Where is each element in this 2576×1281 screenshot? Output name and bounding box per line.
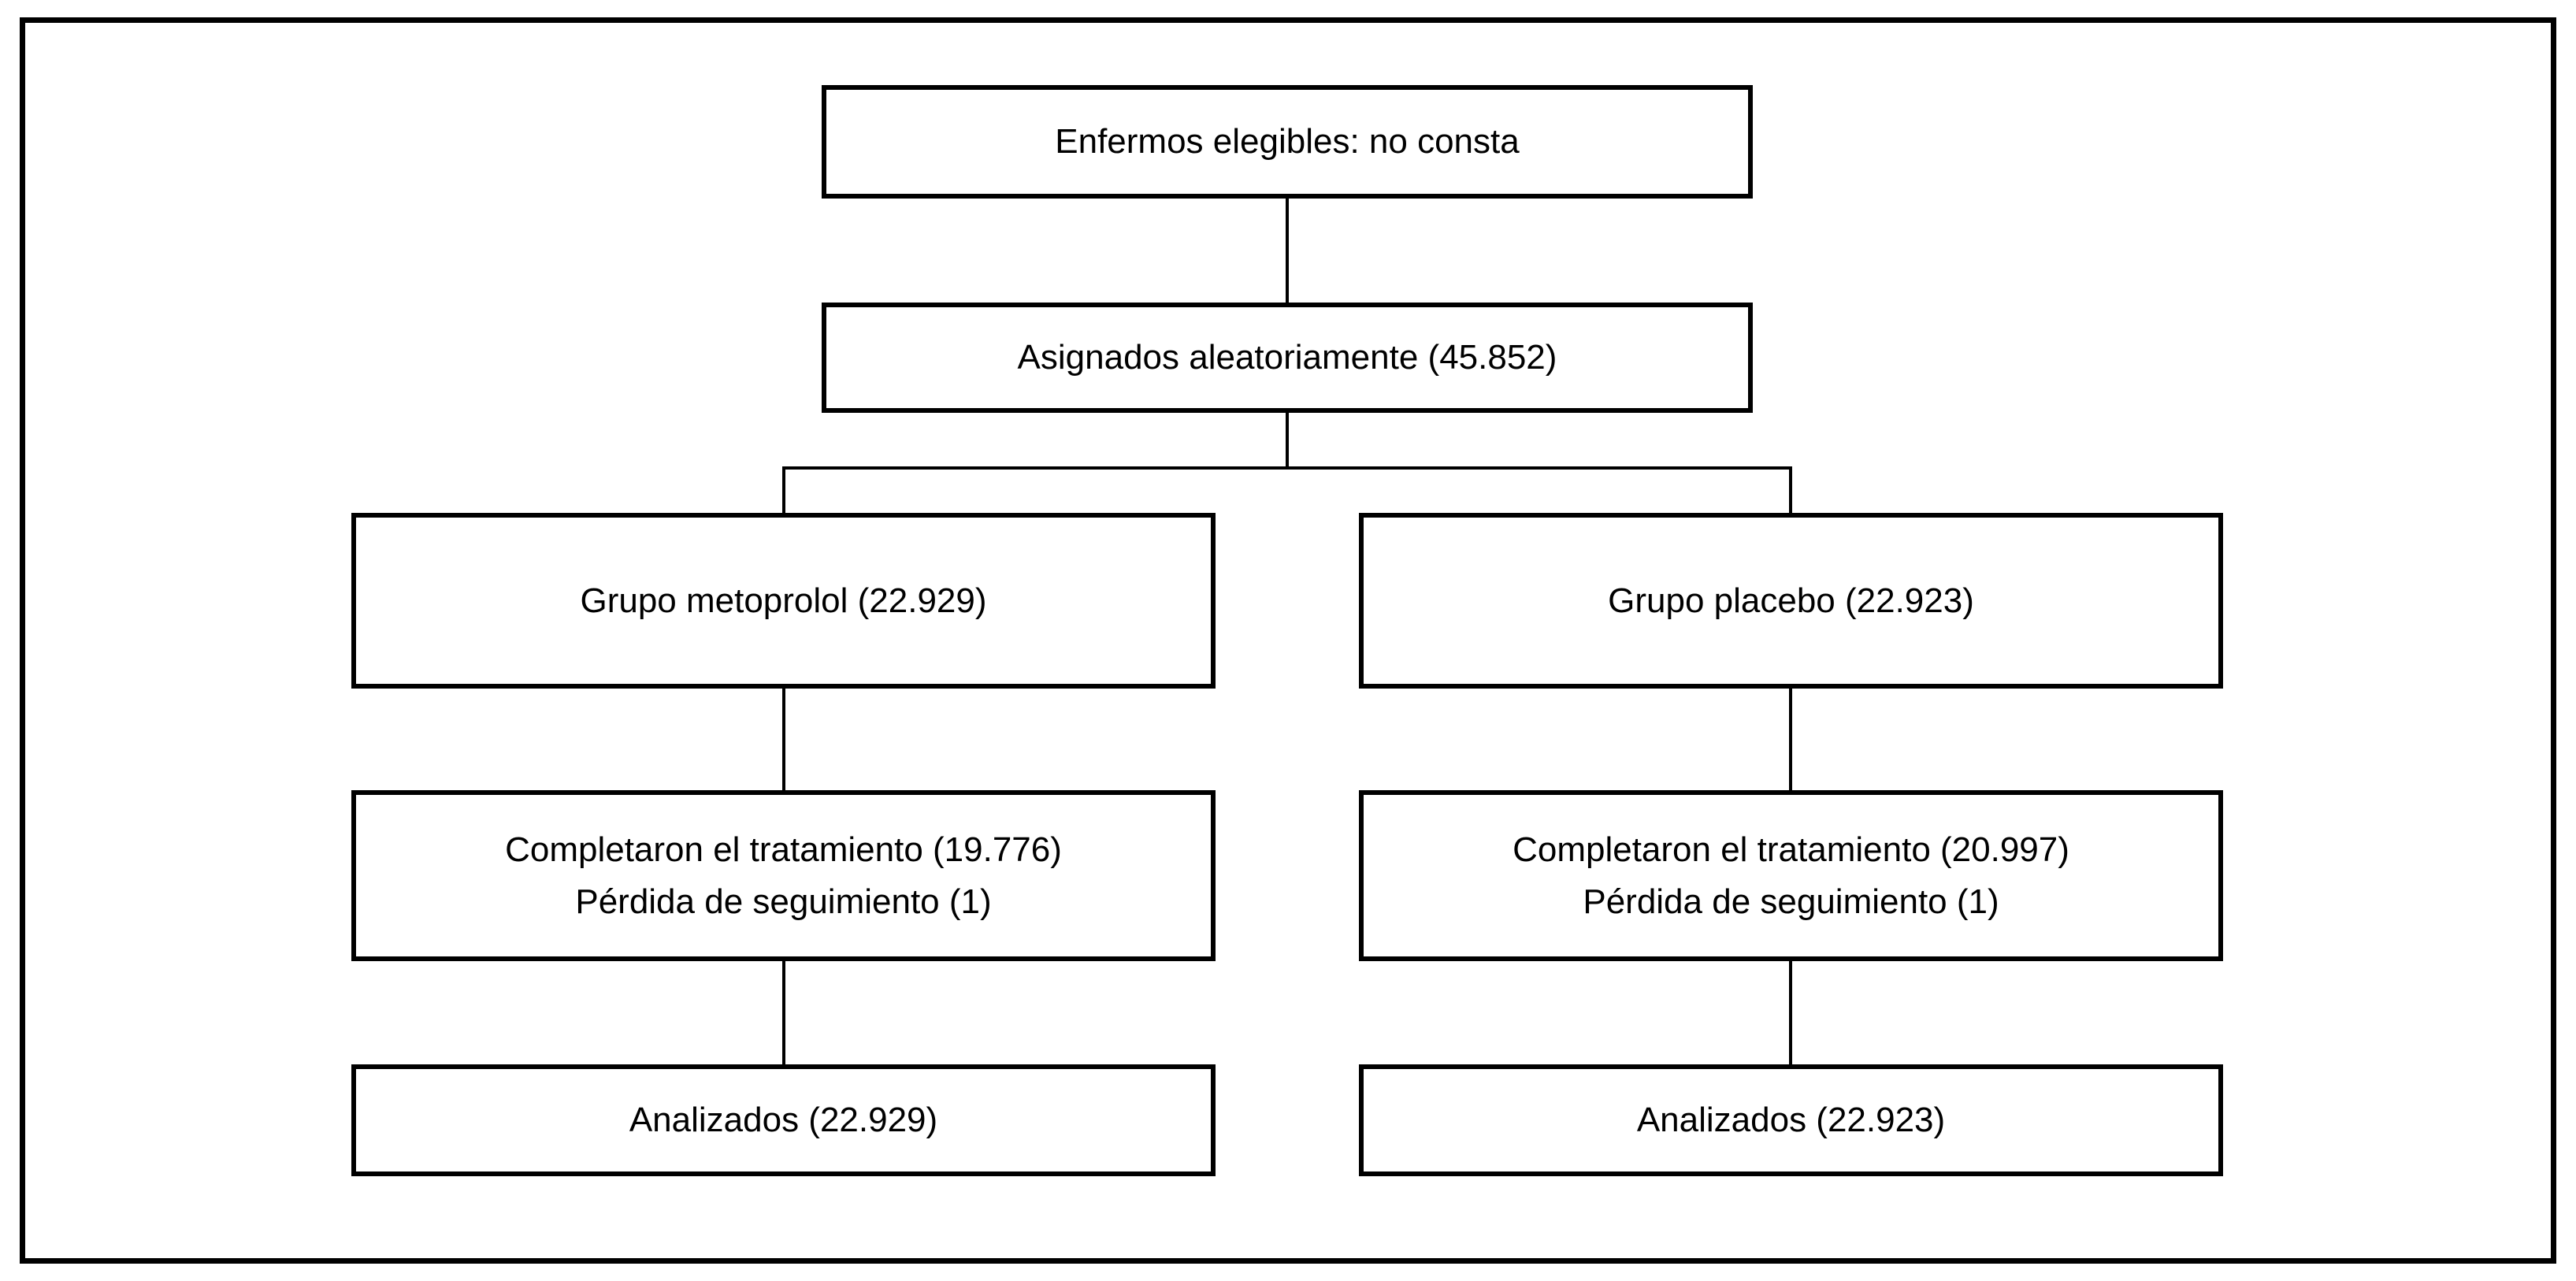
flow-box-analyzed-metoprolol-label: Analizados (22.929) [629, 1101, 938, 1139]
connector-completed-to-analyzed-left [782, 960, 785, 1067]
flow-box-group-metoprolol-label: Grupo metoprolol (22.929) [580, 581, 987, 620]
flow-box-group-metoprolol: Grupo metoprolol (22.929) [351, 513, 1216, 689]
connector-branch-to-placebo [1789, 466, 1792, 515]
connector-metoprolol-to-completed [782, 687, 785, 793]
flow-box-analyzed-metoprolol: Analizados (22.929) [351, 1064, 1216, 1176]
connector-eligible-to-randomized [1286, 197, 1289, 306]
flow-box-completed-metoprolol: Completaron el tratamiento (19.776) Pérd… [351, 790, 1216, 961]
flow-box-eligible-label: Enfermos elegibles: no consta [1055, 122, 1520, 161]
connector-completed-to-analyzed-right [1789, 960, 1792, 1067]
connector-randomized-to-branch [1286, 409, 1289, 470]
flow-box-randomized-label: Asignados aleatoriamente (45.852) [1017, 338, 1557, 377]
flow-box-completed-placebo-line1: Completaron el tratamiento (20.997) [1513, 830, 2069, 869]
outer-frame [20, 17, 2556, 1264]
flow-box-completed-metoprolol-line2: Pérdida de seguimiento (1) [575, 882, 992, 921]
flow-box-eligible: Enfermos elegibles: no consta [822, 85, 1753, 199]
flow-box-randomized: Asignados aleatoriamente (45.852) [822, 303, 1753, 413]
connector-placebo-to-completed [1789, 687, 1792, 793]
flow-box-group-placebo-label: Grupo placebo (22.923) [1608, 581, 1974, 620]
flow-box-analyzed-placebo-label: Analizados (22.923) [1636, 1101, 1946, 1139]
flow-box-completed-placebo-line2: Pérdida de seguimiento (1) [1583, 882, 1999, 921]
flow-box-completed-placebo: Completaron el tratamiento (20.997) Pérd… [1359, 790, 2223, 961]
flow-box-completed-metoprolol-line1: Completaron el tratamiento (19.776) [505, 830, 1062, 869]
flow-box-group-placebo: Grupo placebo (22.923) [1359, 513, 2223, 689]
connector-branch-rail [782, 466, 1792, 470]
flow-box-analyzed-placebo: Analizados (22.923) [1359, 1064, 2223, 1176]
connector-branch-to-metoprolol [782, 466, 785, 515]
